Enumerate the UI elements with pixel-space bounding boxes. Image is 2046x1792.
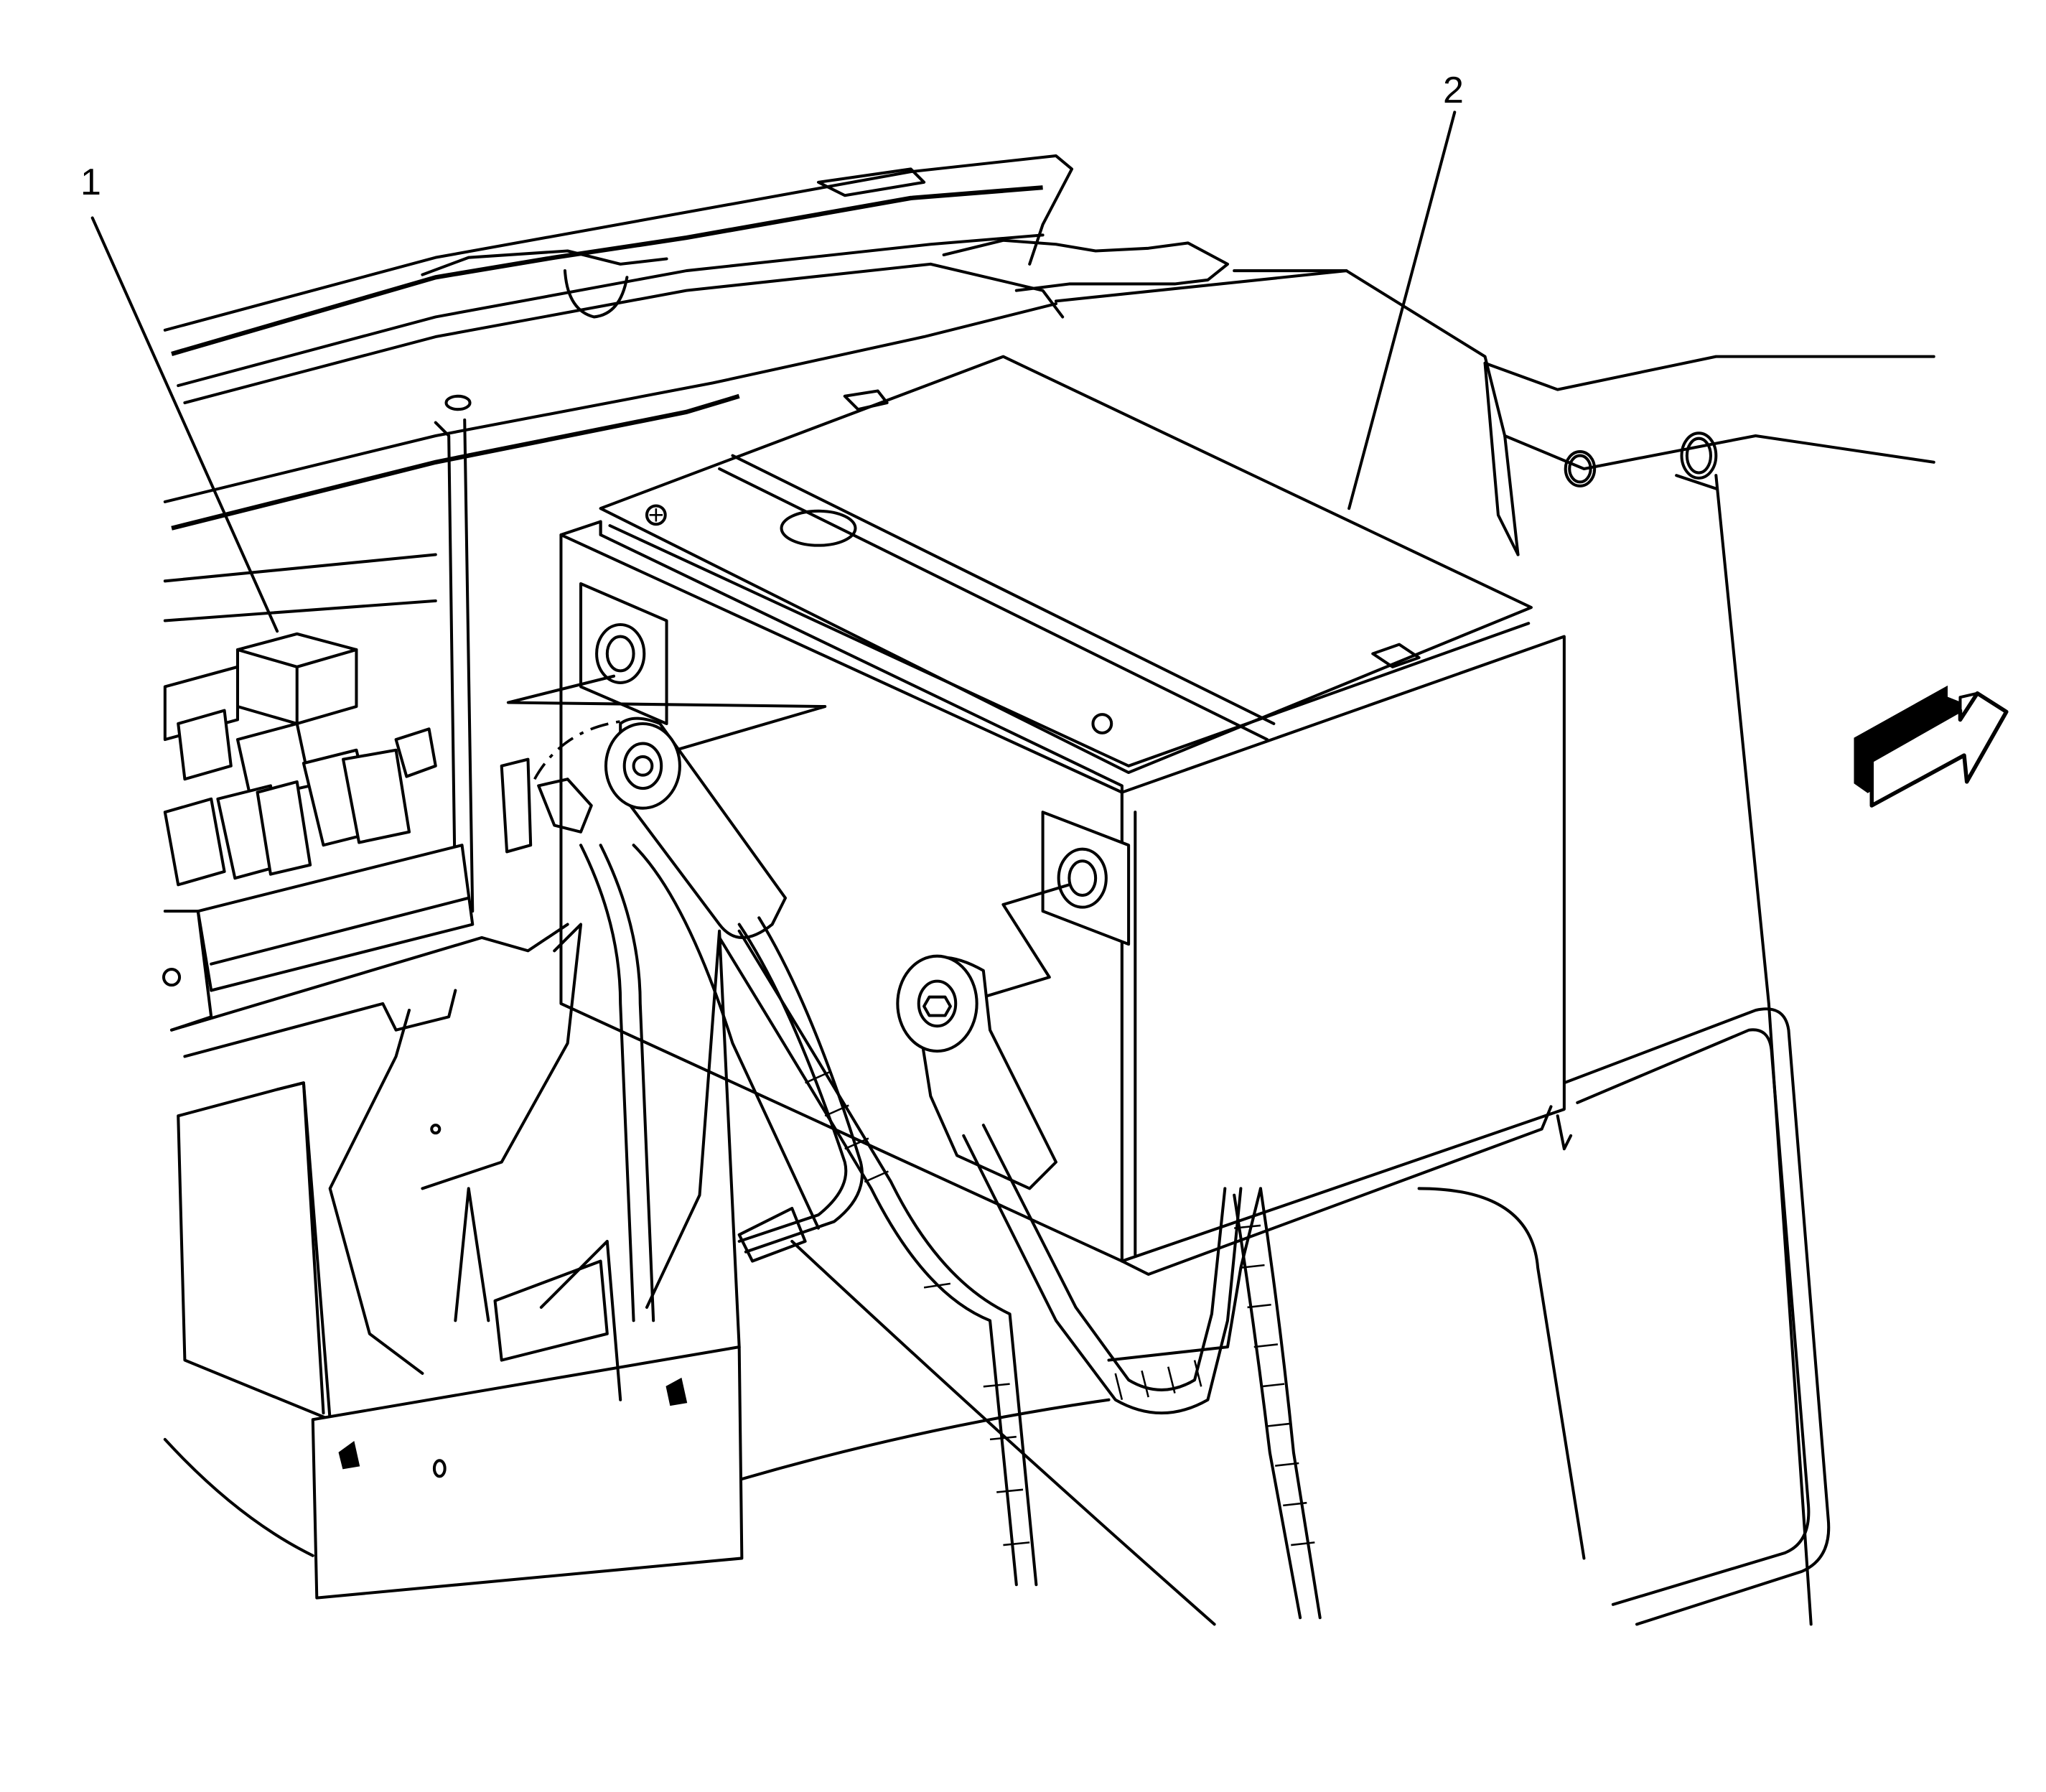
fender-apron [1054, 269, 1935, 1626]
battery-tray [163, 923, 1216, 1626]
callout-label-2: 2 [1443, 70, 1464, 111]
callout-label-1: 1 [80, 162, 101, 203]
cowl-panel [163, 154, 1230, 913]
battery-cable-negative [896, 954, 1243, 1415]
fuse-block [162, 632, 593, 1058]
harness-wrap-bands [805, 1071, 1315, 1546]
callout-1-leader [90, 216, 279, 633]
front-of-vehicle-arrow-icon [1854, 685, 2009, 808]
callout-2-leader [1347, 111, 1457, 510]
wiring-harness [579, 844, 1322, 1620]
battery-cable-positive [604, 717, 864, 1254]
